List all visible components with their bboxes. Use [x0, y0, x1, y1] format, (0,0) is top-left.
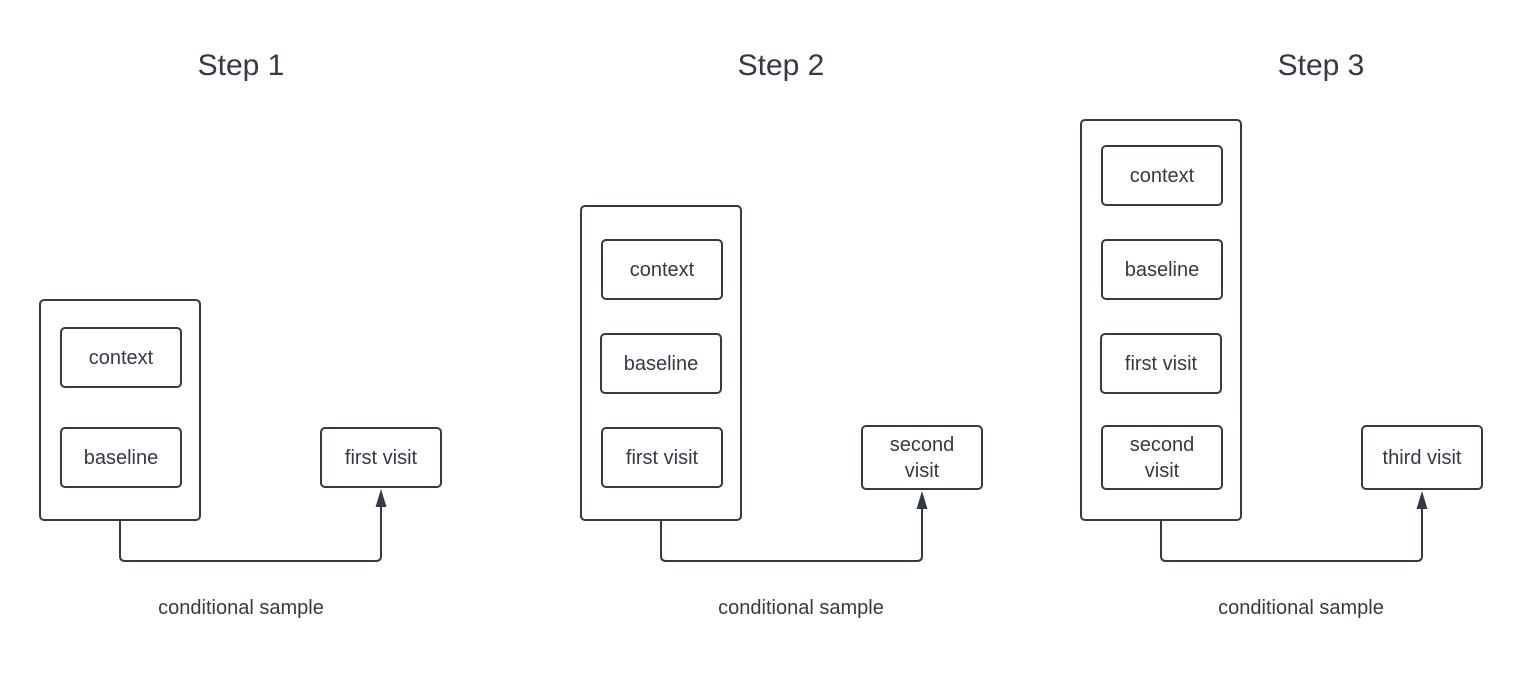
step-3-second-visit-box: second visit: [1101, 425, 1223, 490]
step-3-caption: conditional sample: [1218, 597, 1384, 619]
step-3-title: Step 3: [1277, 49, 1365, 82]
step-1-arrowhead-icon: [375, 489, 387, 507]
step-3-target-label: third visit: [1382, 446, 1462, 469]
step-1-caption: conditional sample: [158, 597, 324, 619]
step-2-caption: conditional sample: [718, 597, 884, 619]
step-1-baseline-box: baseline: [60, 427, 182, 488]
step-1-target-label: first visit: [344, 446, 418, 469]
step-3-second-visit-label: second visit: [1129, 433, 1195, 482]
step-1-target-box: first visit: [320, 427, 442, 488]
step-2-context-box: context: [601, 239, 723, 300]
step-3-context-box: context: [1101, 145, 1223, 206]
step-1-context-box: context: [60, 327, 182, 388]
step-2-target-label: second visit: [889, 433, 955, 482]
step-3-target-box: third visit: [1361, 425, 1483, 490]
step-2-arrowhead-icon: [916, 491, 928, 509]
step-3-baseline-label: baseline: [1124, 258, 1200, 281]
step-1-baseline-label: baseline: [83, 446, 159, 469]
step-2-first-visit-label: first visit: [625, 446, 699, 469]
step-2-target-box: second visit: [861, 425, 983, 490]
step-2-context-label: context: [629, 258, 695, 281]
step-1-title: Step 1: [197, 49, 285, 82]
step-1-context-label: context: [88, 346, 154, 369]
step-3-first-visit-label: first visit: [1124, 352, 1198, 375]
step-3-arrowhead-icon: [1416, 491, 1428, 509]
step-2-baseline-label: baseline: [623, 352, 699, 375]
step-2-baseline-box: baseline: [600, 333, 722, 394]
step-2-first-visit-box: first visit: [601, 427, 723, 488]
step-3-context-label: context: [1129, 164, 1195, 187]
step-2-title: Step 2: [737, 49, 825, 82]
step-3-baseline-box: baseline: [1101, 239, 1223, 300]
step-3-first-visit-box: first visit: [1100, 333, 1222, 394]
